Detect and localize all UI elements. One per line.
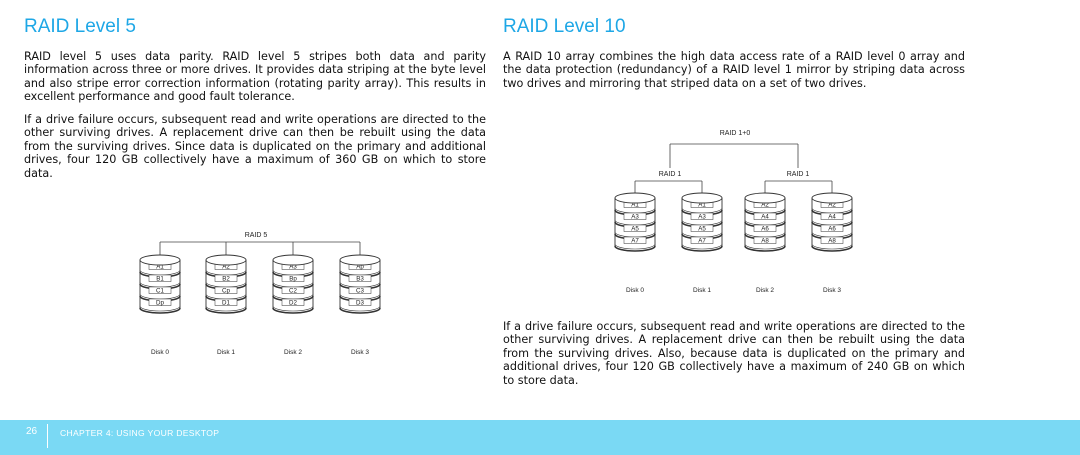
raid5-block-1-1 <box>214 274 238 282</box>
raid5-block-label-0-1: B1 <box>156 275 164 282</box>
raid10-block-label-1-0: A1 <box>698 201 706 208</box>
raid10-block-label-1-3: A7 <box>698 237 706 244</box>
raid5-block-1-3 <box>214 298 238 306</box>
raid5-block-label-2-3: D2 <box>289 299 297 306</box>
raid5-block-label-0-2: C1 <box>156 287 164 294</box>
raid10-block-label-3-2: A6 <box>828 225 836 232</box>
page-number: 26 <box>26 426 38 437</box>
raid5-block-label-1-1: B2 <box>222 275 230 282</box>
raid10-paragraph-2: If a drive failure occurs, subsequent re… <box>503 320 965 387</box>
raid5-block-2-2 <box>281 286 305 294</box>
raid5-block-label-3-2: C3 <box>356 287 364 294</box>
raid5-disk-label-1: Disk 1 <box>217 349 235 356</box>
raid5-block-label-1-2: Cp <box>222 287 230 294</box>
raid10-block-label-1-2: A5 <box>698 225 706 232</box>
raid10-block-1-2 <box>690 224 714 232</box>
raid10-paragraph-1: A RAID 10 array combines the high data a… <box>503 50 965 90</box>
raid10-block-label-0-2: A5 <box>631 225 639 232</box>
raid5-heading: RAID Level 5 <box>24 16 136 37</box>
raid10-heading: RAID Level 10 <box>503 16 626 37</box>
raid10-block-label-3-1: A4 <box>828 213 836 220</box>
raid5-block-label-3-1: B3 <box>356 275 364 282</box>
raid5-block-label-0-0: A1 <box>156 263 164 270</box>
footer-bar <box>0 420 1080 455</box>
raid10-block-label-3-0: A2 <box>828 201 836 208</box>
raid10-block-3-1 <box>820 212 844 220</box>
raid10-block-2-2 <box>753 224 777 232</box>
raid5-block-label-0-3: Dp <box>156 299 164 306</box>
raid5-disk-label-2: Disk 2 <box>284 349 302 356</box>
raid10-block-label-0-3: A7 <box>631 237 639 244</box>
raid10-block-label-2-2: A6 <box>761 225 769 232</box>
raid10-disk-label-3: Disk 3 <box>823 287 841 294</box>
raid10-block-label-2-3: A8 <box>761 237 769 244</box>
raid5-title: RAID 5 <box>245 232 268 239</box>
raid10-disk-label-0: Disk 0 <box>626 287 644 294</box>
raid10-block-2-1 <box>753 212 777 220</box>
raid1-group-label-a: RAID 1 <box>659 171 682 178</box>
raid5-block-3-1 <box>348 274 372 282</box>
raid5-block-0-2 <box>148 286 172 294</box>
raid10-block-0-2 <box>623 224 647 232</box>
raid5-block-3-3 <box>348 298 372 306</box>
footer-divider <box>47 424 48 448</box>
raid10-block-label-0-1: A3 <box>631 213 639 220</box>
raid5-block-3-2 <box>348 286 372 294</box>
raid10-block-3-2 <box>820 224 844 232</box>
raid5-paragraph-2: If a drive failure occurs, subsequent re… <box>24 113 486 180</box>
raid5-block-1-2 <box>214 286 238 294</box>
raid10-disk-label-1: Disk 1 <box>693 287 711 294</box>
raid10-disk-label-2: Disk 2 <box>756 287 774 294</box>
raid5-block-2-1 <box>281 274 305 282</box>
raid10-title: RAID 1+0 <box>720 130 751 137</box>
raid10-block-1-1 <box>690 212 714 220</box>
raid5-block-label-1-3: D1 <box>222 299 230 306</box>
raid5-block-label-3-0: Ap <box>356 263 364 270</box>
raid5-block-label-1-0: A2 <box>222 263 230 270</box>
raid10-block-label-3-3: A8 <box>828 237 836 244</box>
raid5-block-0-3 <box>148 298 172 306</box>
raid1-group-label-b: RAID 1 <box>787 171 810 178</box>
raid10-block-0-3 <box>623 236 647 244</box>
raid10-block-1-3 <box>690 236 714 244</box>
raid10-block-label-1-1: A3 <box>698 213 706 220</box>
raid10-block-label-0-0: A1 <box>631 201 639 208</box>
raid5-disk-label-3: Disk 3 <box>351 349 369 356</box>
raid10-block-0-1 <box>623 212 647 220</box>
raid5-block-label-2-1: Bp <box>289 275 297 282</box>
raid10-block-2-3 <box>753 236 777 244</box>
raid5-paragraph-1: RAID level 5 uses data parity. RAID leve… <box>24 50 486 104</box>
raid10-block-3-3 <box>820 236 844 244</box>
raid5-block-0-1 <box>148 274 172 282</box>
raid10-block-label-2-0: A2 <box>761 201 769 208</box>
raid5-block-label-2-2: C2 <box>289 287 297 294</box>
raid5-block-label-2-0: A3 <box>289 263 297 270</box>
raid5-block-2-3 <box>281 298 305 306</box>
raid10-block-label-2-1: A4 <box>761 213 769 220</box>
raid5-block-label-3-3: D3 <box>356 299 364 306</box>
chapter-title: CHAPTER 4: USING YOUR DESKTOP <box>60 428 220 438</box>
raid5-disk-label-0: Disk 0 <box>151 349 169 356</box>
